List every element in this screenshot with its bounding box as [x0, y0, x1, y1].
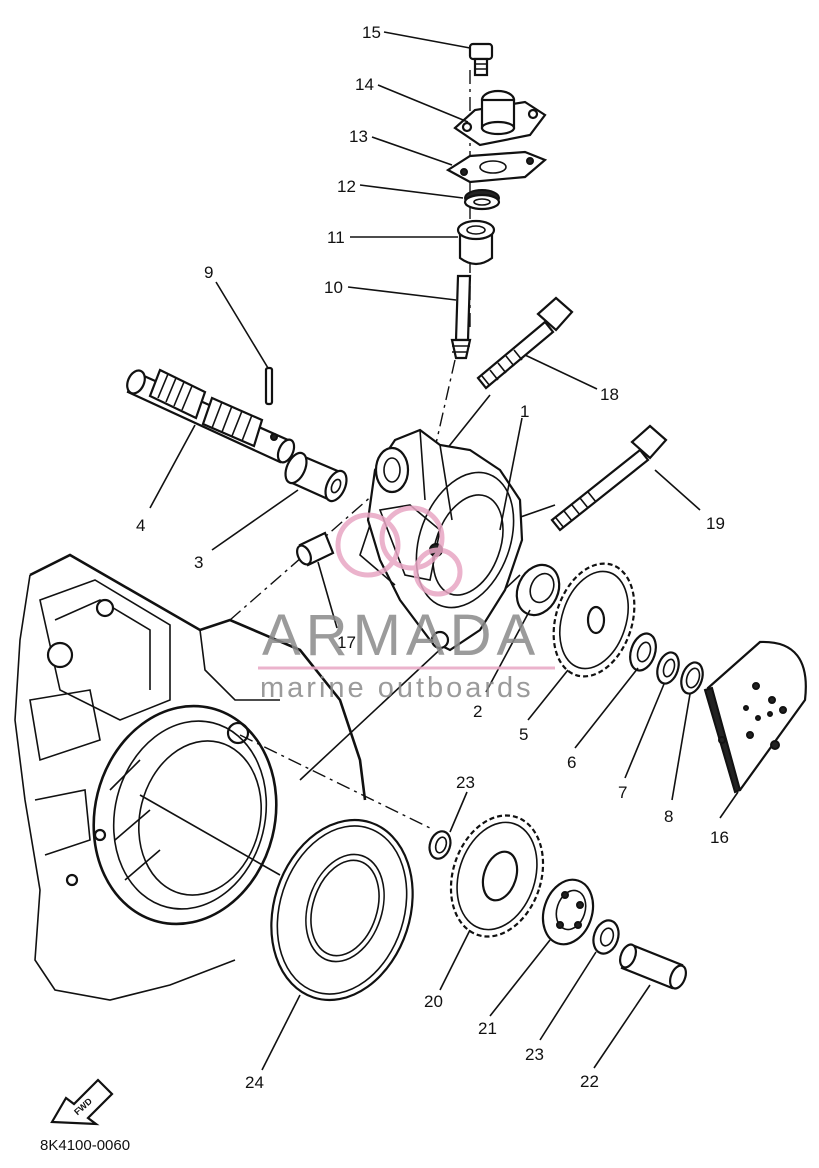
callout-7: 7: [618, 783, 627, 802]
dowel-17: [296, 531, 335, 567]
callout-8: 8: [664, 807, 673, 826]
callout-labels: 15 14 13 12 11 10 9 4 3 17 1 18 19 2 5 6…: [136, 23, 729, 1092]
seal-24: [270, 818, 414, 1002]
callout-20: 20: [424, 992, 443, 1011]
cover-14: [453, 89, 547, 147]
armada-watermark: ARMADA marine outboards: [258, 505, 555, 704]
callout-1: 1: [520, 402, 529, 421]
washer-23-upper: [428, 830, 452, 860]
callout-11: 11: [327, 228, 345, 247]
callout-10: 10: [324, 278, 343, 297]
bushing-11: [456, 219, 496, 266]
callout-9: 9: [204, 263, 213, 282]
bearing-21: [541, 878, 595, 946]
sprocket-20: [449, 814, 545, 938]
callout-4: 4: [136, 516, 145, 535]
bearing-2: [515, 563, 561, 617]
callout-5: 5: [519, 725, 528, 744]
pin-9: [264, 366, 274, 406]
callout-22: 22: [580, 1072, 599, 1091]
watermark-brand: ARMADA: [262, 603, 540, 668]
callout-24: 24: [245, 1073, 264, 1092]
watermark-tagline: marine outboards: [260, 672, 534, 704]
washer-7: [656, 651, 680, 685]
callout-14: 14: [355, 75, 374, 94]
callout-21: 21: [478, 1019, 497, 1038]
fwd-direction-arrow: FWD: [50, 1078, 114, 1126]
callout-16: 16: [710, 828, 729, 847]
washer-23-lower: [592, 919, 620, 955]
callout-17: 17: [337, 633, 356, 652]
sprocket-5: [552, 562, 636, 678]
bolt-18: [476, 296, 574, 390]
bolt-19: [550, 424, 668, 532]
callout-12: 12: [337, 177, 356, 196]
callout-18: 18: [600, 385, 619, 404]
clip-8: [680, 661, 704, 695]
plate-16: [703, 640, 807, 794]
leader-lines: [149, 31, 739, 1071]
callout-23-upper: 23: [456, 773, 475, 792]
watermark-logo: [335, 505, 463, 597]
bolt-15: [468, 42, 494, 77]
callout-2: 2: [473, 702, 482, 721]
crankcase-drawing: [14, 553, 367, 1001]
drawing-code: 8K4100-0060: [40, 1137, 130, 1154]
shaft-4: [126, 368, 296, 464]
collar-3: [284, 451, 348, 503]
callout-6: 6: [567, 753, 576, 772]
callout-19: 19: [706, 514, 725, 533]
gasket-13: [445, 150, 548, 184]
seal-12: [463, 189, 501, 211]
callout-15: 15: [362, 23, 381, 42]
callout-3: 3: [194, 553, 203, 572]
shaft-10: [450, 274, 472, 360]
callout-23-lower: 23: [525, 1045, 544, 1064]
pin-22: [619, 943, 687, 990]
washer-6: [629, 632, 657, 672]
callout-13: 13: [349, 127, 368, 146]
